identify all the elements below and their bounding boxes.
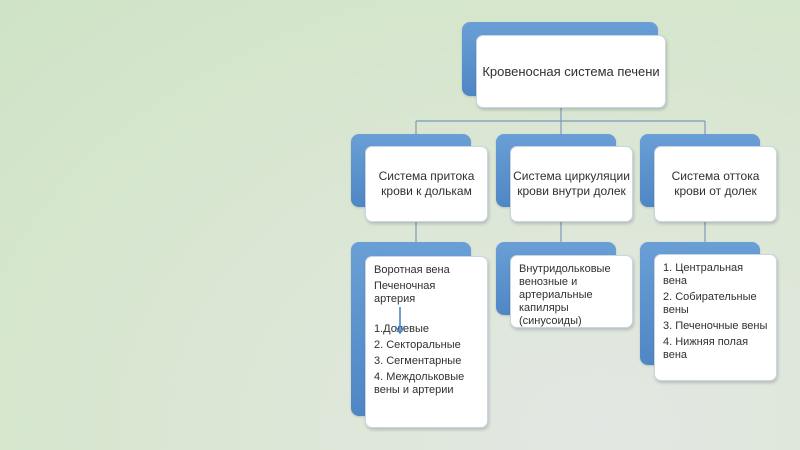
circulation-details-box: Внутридольковые венозные и артериальные … (510, 255, 633, 328)
inflow-detail-item: 3. Сегментарные (374, 355, 462, 367)
branch-inflow-label: Система притока крови к долькам (378, 169, 475, 198)
inflow-detail-item: Воротная вена (374, 264, 450, 276)
root-node-box: Кровеносная система печени (476, 35, 666, 108)
inflow-detail-item: 1.Долевые (374, 323, 430, 335)
outflow-detail-item: 4. Нижняя полая вена (663, 336, 749, 361)
branch-inflow-box: Система притока крови к долькам (365, 146, 488, 222)
outflow-detail-item: 1. Центральная вена (663, 262, 744, 287)
outflow-detail-item: 2. Собирательные вены (663, 291, 757, 316)
inflow-detail-item: 4. Междольковые вены и артерии (374, 371, 465, 396)
outflow-detail-item: 3. Печеночные вены (663, 320, 768, 332)
branch-outflow-box: Система оттока крови от долек (654, 146, 777, 222)
branch-outflow-label: Система оттока крови от долек (671, 169, 760, 198)
down-arrow-icon (394, 307, 406, 335)
inflow-detail-item: Печеночная артерия (374, 280, 436, 305)
inflow-details-box: Воротная вена Печеночная артерия 1.Долев… (365, 256, 488, 428)
root-node-label: Кровеносная система печени (482, 63, 660, 79)
outflow-details-box: 1. Центральная вена 2. Собирательные вен… (654, 254, 777, 381)
circulation-detail-item: Внутридольковые венозные и артериальные … (519, 263, 611, 327)
branch-circulation-label: Система циркуляции крови внутри долек (513, 169, 630, 198)
inflow-detail-gap (374, 309, 479, 323)
branch-circulation-box: Система циркуляции крови внутри долек (510, 146, 633, 222)
inflow-detail-item: 2. Секторальные (374, 339, 461, 351)
